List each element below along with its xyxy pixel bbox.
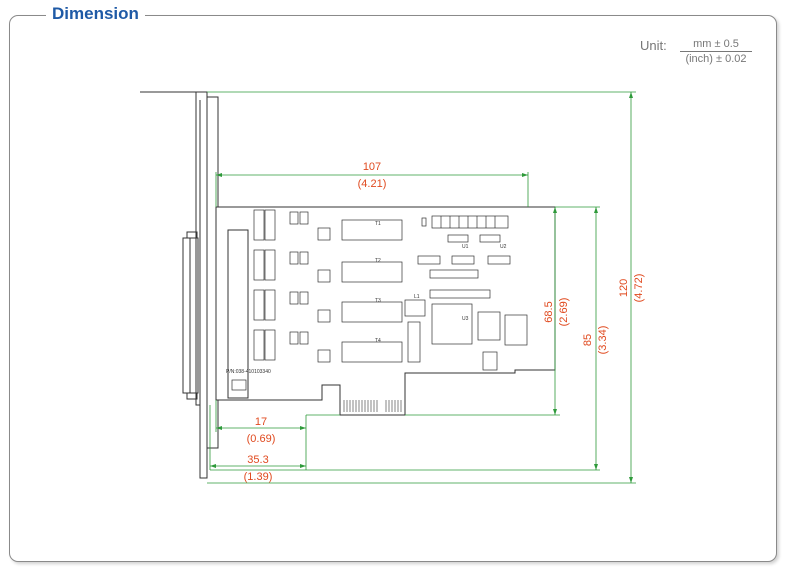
pcb-components bbox=[231, 209, 528, 391]
unit-label: Unit: bbox=[640, 38, 667, 53]
label-t4: T4 bbox=[375, 338, 381, 344]
dim-107-mm: 107 bbox=[363, 161, 381, 173]
gold-fingers bbox=[343, 400, 402, 412]
label-u3: U3 bbox=[462, 316, 469, 322]
unit-tolerance: mm ± 0.5 (inch) ± 0.02 bbox=[680, 38, 752, 65]
label-l1: L1 bbox=[414, 294, 420, 300]
unit-primary: mm ± 0.5 bbox=[680, 38, 752, 52]
label-u1: U1 bbox=[462, 244, 469, 250]
pcb-outline bbox=[215, 206, 556, 416]
section-title: Dimension bbox=[46, 4, 145, 24]
dim-120-inch: (4.72) bbox=[633, 274, 645, 303]
dim-35-3-mm: 35.3 bbox=[247, 454, 268, 466]
dim-85-mm: 85 bbox=[582, 334, 594, 346]
dimension-texts: 107 (4.21) 17 (0.69) 35.3 (1.39) 68.5 (2… bbox=[244, 161, 645, 483]
dim-68-5-inch: (2.69) bbox=[558, 298, 570, 327]
label-t1: T1 bbox=[375, 221, 381, 227]
dim-17-inch: (0.69) bbox=[247, 433, 276, 445]
pcb-labels: P/N:038-410103340 T1 T2 T3 T4 U1 U2 U3 L… bbox=[226, 221, 507, 375]
part-number-text: P/N:038-410103340 bbox=[226, 369, 271, 375]
dim-68-5-mm: 68.5 bbox=[543, 301, 555, 322]
label-t2: T2 bbox=[375, 258, 381, 264]
dim-85-inch: (3.34) bbox=[597, 326, 609, 355]
dim-17-mm: 17 bbox=[255, 416, 267, 428]
dimension-lines bbox=[207, 91, 636, 484]
dim-35-3-inch: (1.39) bbox=[244, 471, 273, 483]
label-t3: T3 bbox=[375, 298, 381, 304]
dim-107-inch: (4.21) bbox=[358, 178, 387, 190]
unit-legend: Unit: mm ± 0.5 (inch) ± 0.02 bbox=[640, 38, 752, 65]
unit-secondary: (inch) ± 0.02 bbox=[685, 53, 747, 65]
dim-120-mm: 120 bbox=[618, 279, 630, 297]
label-u2: U2 bbox=[500, 244, 507, 250]
pci-bracket bbox=[140, 91, 219, 479]
dimension-arrows bbox=[210, 92, 633, 483]
